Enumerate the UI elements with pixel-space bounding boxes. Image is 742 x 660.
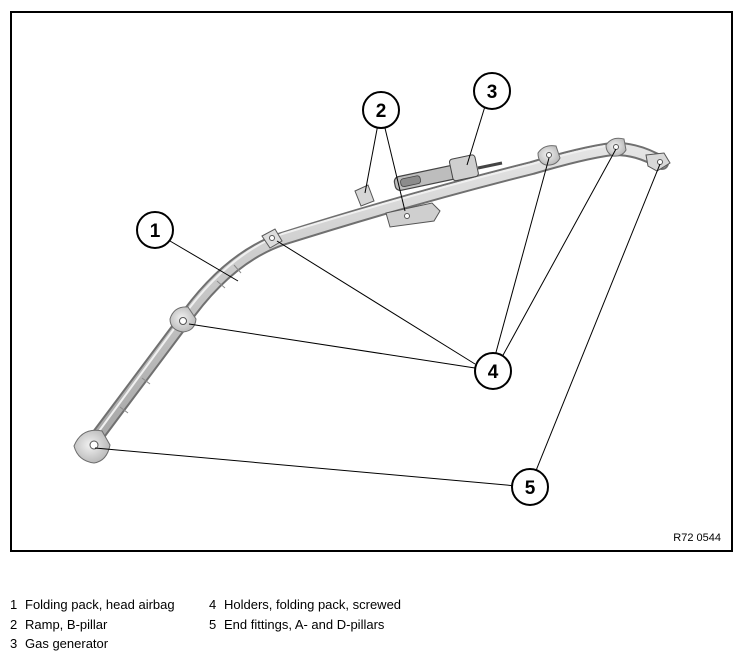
ramp-b-pillar — [354, 184, 441, 228]
callout-5-label: 5 — [525, 478, 536, 499]
legend-item-1-text: Folding pack, head airbag — [25, 597, 175, 612]
legend-item-3: 3 Gas generator — [10, 634, 209, 654]
legend-row-3: 3 Gas generator — [10, 634, 401, 654]
legend-item-3-num: 3 — [10, 636, 18, 651]
leader-lines — [94, 102, 661, 487]
callout-1-label: 1 — [150, 221, 161, 242]
legend-item-3-text: Gas generator — [25, 636, 109, 651]
legend-item-2-text: Ramp, B-pillar — [25, 616, 108, 632]
airbag-diagram: 1 2 3 4 5 — [73, 72, 671, 506]
gas-generator — [393, 154, 503, 192]
callout-4: 4 — [474, 352, 512, 390]
legend-row-2: 2 Ramp, B-pillar 5 End fittings, A- and D-p… — [10, 615, 401, 635]
legend: 1 Folding pack, head airbag 4 Holders, fold… — [10, 595, 401, 654]
legend-item-1: 1 Folding pack, head airbag — [10, 595, 209, 615]
legend-item-2-num: 2 — [10, 616, 18, 632]
legend-item-4-num: 4 — [209, 597, 217, 612]
figure-reference-code: R72 0544 — [673, 532, 721, 544]
callout-3: 3 — [473, 72, 511, 110]
end-fitting-a-pillar — [73, 429, 111, 464]
holder-lower — [169, 306, 197, 333]
diagram-frame: 1 2 3 4 5 R72 0544 — [10, 11, 733, 552]
callout-2-label: 2 — [376, 101, 387, 122]
legend-item-5: 5 End fittings, A- and D-pillars — [209, 617, 384, 632]
holder-b-pillar — [261, 228, 283, 249]
holder-rear-1 — [537, 145, 561, 166]
legend-item-1-num: 1 — [10, 597, 18, 612]
legend-item-5-num: 5 — [209, 616, 217, 632]
callout-3-label: 3 — [487, 82, 498, 103]
legend-item-5-text: End fittings, A- and D-pillars — [224, 616, 385, 632]
holder-rear-2 — [605, 137, 627, 157]
callout-5: 5 — [511, 468, 549, 506]
legend-item-4-text: Holders, folding pack, screwed — [224, 597, 402, 612]
legend-item-4: 4 Holders, folding pack, screwed — [209, 597, 401, 612]
callout-2: 2 — [362, 91, 400, 129]
folding-pack-airbag — [83, 141, 669, 453]
legend-row-1: 1 Folding pack, head airbag 4 Holders, fold… — [10, 595, 401, 615]
end-fitting-d-pillar — [645, 152, 671, 172]
callout-4-label: 4 — [488, 362, 499, 383]
legend-item-2: 2 Ramp, B-pillar — [10, 615, 209, 635]
callout-1: 1 — [136, 211, 174, 249]
